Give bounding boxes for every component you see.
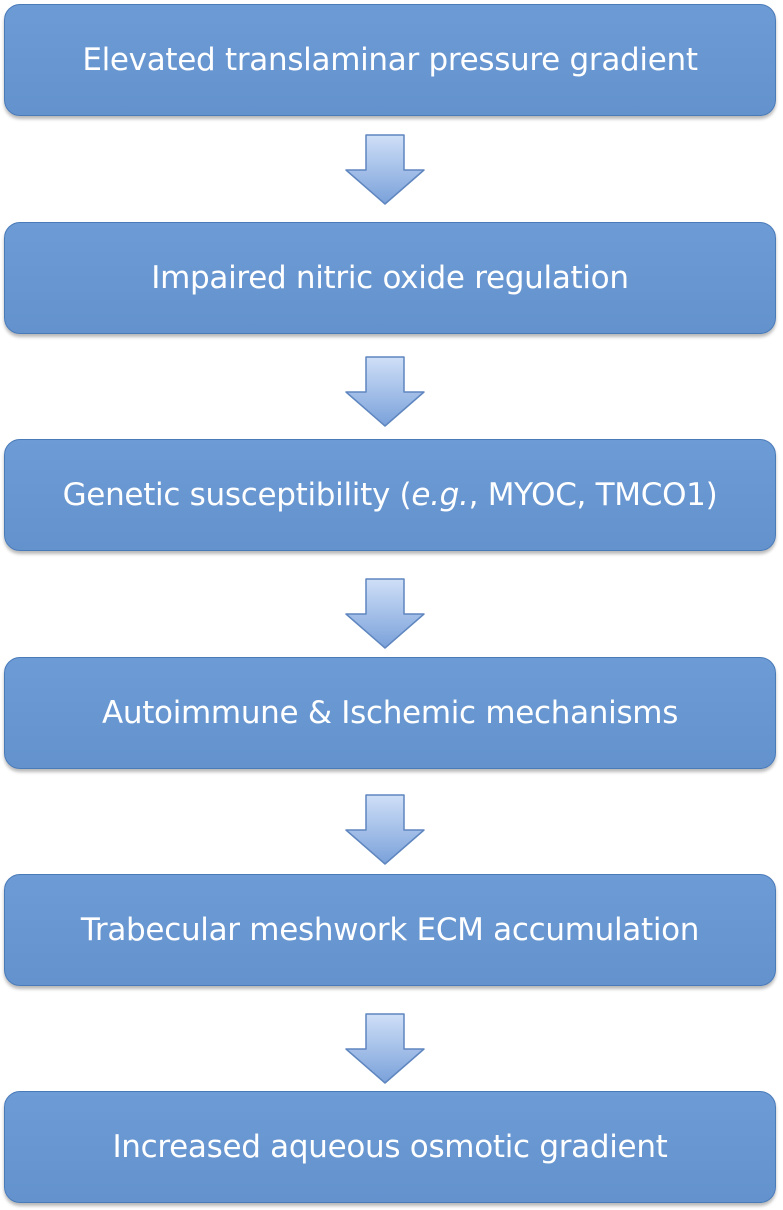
flow-step-5-label: Trabecular meshwork ECM accumulation <box>80 912 700 948</box>
down-arrow-icon <box>344 1013 426 1085</box>
flow-step-3: Genetic susceptibility (e.g., MYOC, TMCO… <box>4 439 776 551</box>
flow-step-6: Increased aqueous osmotic gradient <box>4 1091 776 1203</box>
flow-step-2: Impaired nitric oxide regulation <box>4 222 776 334</box>
flow-step-2-label: Impaired nitric oxide regulation <box>151 260 629 296</box>
flow-step-3-label: Genetic susceptibility (e.g., MYOC, TMCO… <box>63 477 718 513</box>
flow-step-3-prefix: Genetic susceptibility ( <box>62 477 412 513</box>
down-arrow-icon <box>344 134 426 206</box>
flow-step-5: Trabecular meshwork ECM accumulation <box>4 874 776 986</box>
flow-step-1-label: Elevated translaminar pressure gradient <box>82 42 698 78</box>
flow-step-3-italic: e.g. <box>411 477 469 513</box>
flow-step-6-label: Increased aqueous osmotic gradient <box>112 1129 668 1165</box>
flow-step-3-suffix: , MYOC, TMCO1) <box>468 477 718 513</box>
down-arrow-icon <box>344 794 426 866</box>
down-arrow-icon <box>344 356 426 428</box>
flow-step-4-label: Autoimmune & Ischemic mechanisms <box>101 695 679 731</box>
down-arrow-icon <box>344 578 426 650</box>
flow-step-4: Autoimmune & Ischemic mechanisms <box>4 657 776 769</box>
flow-step-1: Elevated translaminar pressure gradient <box>4 4 776 116</box>
